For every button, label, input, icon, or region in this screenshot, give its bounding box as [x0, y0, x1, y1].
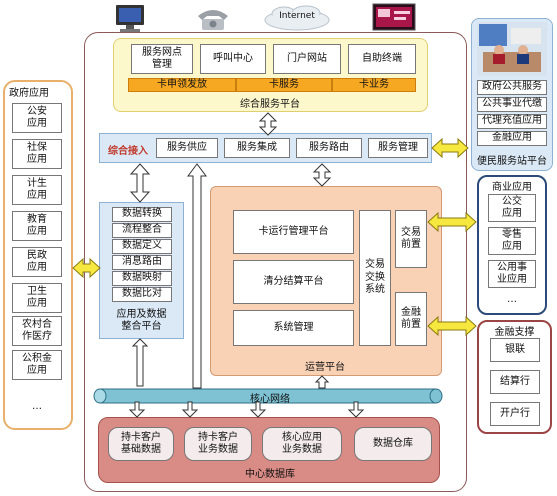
card-bar-service: 卡服务	[236, 78, 332, 92]
integration-item: 流程整合	[112, 223, 172, 238]
service-station-photo	[477, 22, 547, 76]
core-network-label: 核心网络	[250, 394, 290, 405]
gov-app-item: 计生 应用	[12, 175, 62, 205]
channel-service-outlet: 服务网点 管理	[131, 44, 193, 74]
db-item-core-app: 核心应用 业务数据	[262, 427, 342, 461]
convenience-item: 代理充值应用	[477, 114, 547, 129]
data-integration-title: 应用及数据 整合平台	[116, 308, 167, 333]
access-item-routing: 服务路由	[296, 138, 362, 158]
ops-item-clearing: 清分结算平台	[233, 260, 354, 304]
commerce-title: 商业应用	[492, 182, 532, 193]
convenience-item: 政府公共服务	[477, 80, 547, 95]
integration-item: 数据定义	[112, 239, 172, 254]
internet-cloud-icon	[262, 4, 332, 32]
ops-item-system-mgmt: 系统管理	[233, 310, 354, 346]
front-finance: 金融 前置	[395, 292, 427, 346]
gov-app-item: 社保 应用	[12, 139, 62, 169]
commerce-item: 公交 应用	[488, 194, 536, 222]
channel-self-service: 自助终端	[348, 44, 416, 74]
telephone-icon	[194, 6, 232, 32]
ops-platform-title: 运营平台	[305, 362, 345, 373]
kiosk-screen-icon	[372, 3, 416, 31]
gov-app-item: 卫生 应用	[12, 283, 62, 313]
gov-app-item: 农村合 作医疗	[12, 316, 62, 346]
exchange-system: 交易 交换 系统	[359, 210, 391, 346]
access-item-integration: 服务集成	[224, 138, 290, 158]
channel-portal: 门户网站	[273, 44, 341, 74]
convenience-item: 公共事业代缴	[477, 97, 547, 112]
gov-app-more: …	[32, 400, 42, 412]
convenience-title: 便民服务站平台	[477, 156, 547, 167]
convenience-item: 金融应用	[477, 131, 547, 146]
core-network-pipe	[93, 386, 443, 406]
front-trade: 交易 前置	[395, 210, 427, 268]
integration-item: 消息路由	[112, 255, 172, 270]
gov-app-item: 教育 应用	[12, 211, 62, 241]
integration-item: 数据比对	[112, 287, 172, 302]
integration-item: 数据转换	[112, 207, 172, 222]
central-db-title: 中心数据库	[245, 469, 295, 480]
finance-title: 金融支撑	[494, 327, 535, 338]
computer-icon	[113, 4, 147, 34]
db-item-card-business: 持卡客户 业务数据	[184, 427, 252, 461]
commerce-item: 公用事 业应用	[488, 260, 536, 288]
finance-item: 开户行	[490, 402, 540, 426]
card-bar-business: 卡业务	[332, 78, 416, 92]
db-item-warehouse: 数据仓库	[354, 427, 432, 461]
commerce-more: …	[507, 293, 517, 305]
internet-label: Internet	[279, 11, 315, 21]
card-bar-issuance: 卡申领发放	[128, 78, 236, 92]
commerce-item: 零售 应用	[488, 227, 536, 255]
gov-app-item: 公安 应用	[12, 103, 62, 133]
channel-call-center: 呼叫中心	[200, 44, 266, 74]
gov-app-item: 公积金 应用	[12, 350, 62, 380]
integration-item: 数据映射	[112, 271, 172, 286]
access-item-supply: 服务供应	[156, 138, 218, 158]
gov-app-item: 民政 应用	[12, 247, 62, 277]
db-item-card-basic: 持卡客户 基础数据	[108, 427, 174, 461]
finance-item: 结算行	[490, 370, 540, 394]
finance-item: 银联	[490, 338, 540, 362]
access-item-management: 服务管理	[368, 138, 428, 158]
gov-apps-title: 政府应用	[9, 88, 49, 99]
service-platform-title: 综合服务平台	[240, 99, 300, 110]
ops-item-card-operation: 卡运行管理平台	[233, 210, 354, 254]
access-label: 综合接入	[108, 146, 148, 157]
